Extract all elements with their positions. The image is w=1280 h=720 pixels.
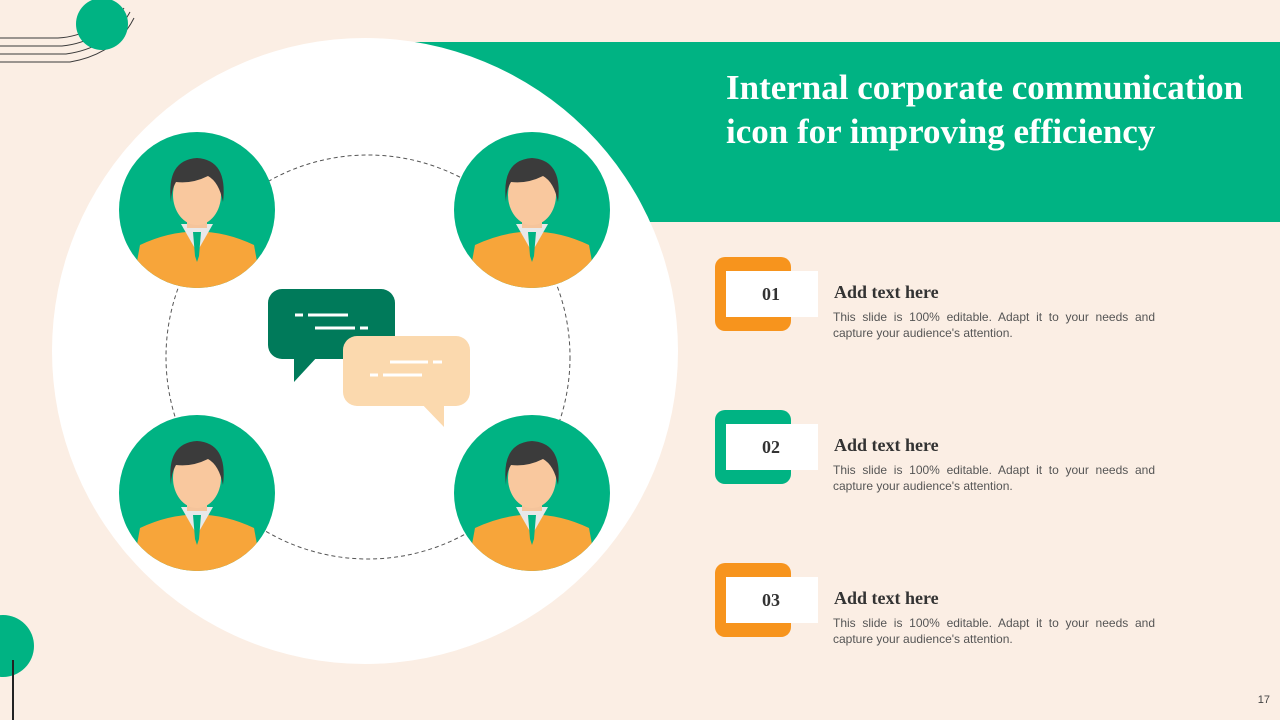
list-item: 01 Add text here This slide is 100% edit…	[715, 257, 1165, 340]
item-number: 01	[726, 271, 818, 317]
connection-ring	[165, 154, 571, 560]
item-number: 03	[726, 577, 818, 623]
item-description: This slide is 100% editable. Adapt it to…	[833, 310, 1155, 340]
page-number: 17	[1257, 694, 1270, 706]
businessman-avatar-icon	[119, 132, 275, 288]
item-heading: Add text here	[834, 435, 939, 455]
chat-bubble-icon	[343, 336, 470, 427]
businessman-avatar-icon	[454, 415, 610, 571]
slide-title: Internal corporate communication icon fo…	[726, 68, 1244, 151]
list-item: 02 Add text here This slide is 100% edit…	[715, 410, 1165, 493]
item-description: This slide is 100% editable. Adapt it to…	[833, 463, 1155, 493]
businessman-avatar-icon	[454, 132, 610, 288]
list-item: 03 Add text here This slide is 100% edit…	[715, 563, 1165, 646]
item-description: This slide is 100% editable. Adapt it to…	[833, 616, 1155, 646]
businessman-avatar-icon	[119, 415, 275, 571]
item-number: 02	[726, 424, 818, 470]
item-heading: Add text here	[834, 588, 939, 608]
item-heading: Add text here	[834, 282, 939, 302]
